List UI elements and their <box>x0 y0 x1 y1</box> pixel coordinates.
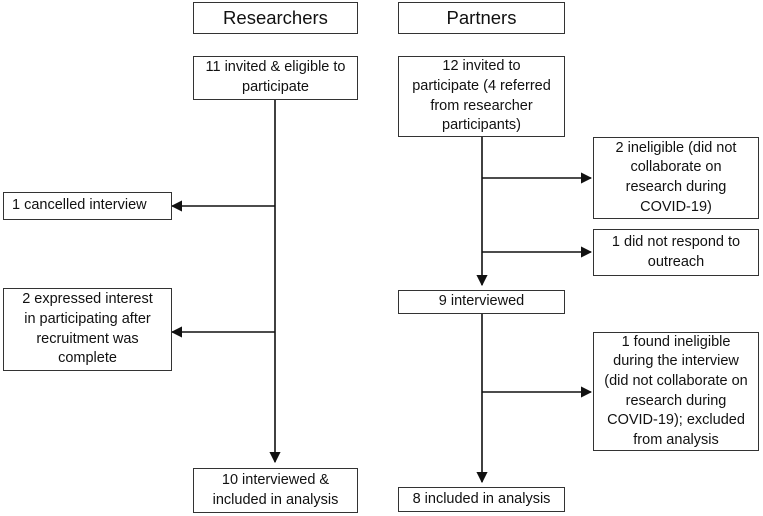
researchers-final-box: 10 interviewed & included in analysis <box>193 468 358 513</box>
researchers-cancelled-box: 1 cancelled interview <box>3 192 172 220</box>
partners-final-box: 8 included in analysis <box>398 487 565 512</box>
partners-interviewed-box: 9 interviewed <box>398 290 565 314</box>
partners-found-ineligible-box: 1 found ineligible during the interview … <box>593 332 759 451</box>
partners-header: Partners <box>398 2 565 34</box>
researchers-late-interest-box: 2 expressed interest in participating af… <box>3 288 172 371</box>
partners-ineligible-box: 2 ineligible (did not collaborate on res… <box>593 137 759 219</box>
researchers-invited-box: 11 invited & eligible to participate <box>193 56 358 100</box>
partners-no-response-box: 1 did not respond to outreach <box>593 229 759 276</box>
partners-invited-box: 12 invited to participate (4 referred fr… <box>398 56 565 137</box>
researchers-header: Researchers <box>193 2 358 34</box>
